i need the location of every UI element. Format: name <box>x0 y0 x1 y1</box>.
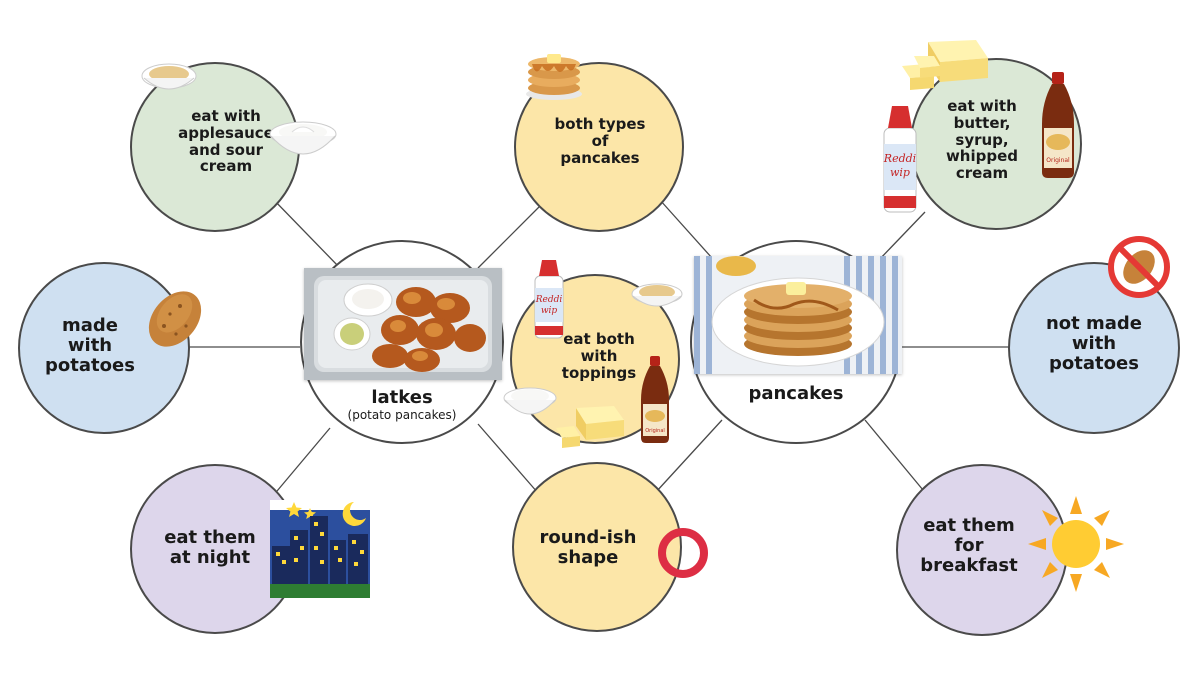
connector-pancakes-breakfast <box>864 419 924 491</box>
butter-icon <box>556 406 624 448</box>
syrup-bottle-icon: Original <box>1042 72 1074 178</box>
node-butter-syrup-label: eat with butter, syrup, whipped cream <box>945 97 1019 183</box>
whipped-cream-can-icon: Reddi wip <box>534 260 564 339</box>
red-ring-icon <box>658 528 708 578</box>
sun-icon <box>1028 496 1124 592</box>
svg-text:Original: Original <box>1046 157 1070 164</box>
node-not-potatoes-label: not made with potatoes <box>1045 313 1143 375</box>
applesauce-bowl-icon <box>631 283 683 307</box>
sour-cream-bowl-icon <box>503 387 557 415</box>
svg-text:Reddi: Reddi <box>883 152 916 165</box>
connector-latkes-round <box>477 423 539 494</box>
node-round-label: round-ish shape <box>539 527 637 569</box>
applesauce-bowl-icon <box>141 63 197 90</box>
pancakes-photo <box>694 256 902 374</box>
node-breakfast-label: eat them for breakfast <box>920 515 1018 577</box>
hub-latkes-subtitle: (potato pancakes) <box>347 408 457 422</box>
svg-text:wip: wip <box>890 166 910 179</box>
hub-pancakes-title: pancakes <box>748 383 844 404</box>
latkes-photo <box>304 268 502 380</box>
connector-latkes-bothtypes <box>477 197 549 269</box>
no-potato-icon <box>1108 236 1170 298</box>
pancake-stack-icon <box>526 54 582 100</box>
svg-text:wip: wip <box>541 306 558 316</box>
potato-icon <box>148 291 202 347</box>
svg-text:Reddi: Reddi <box>535 295 563 305</box>
connector-latkes-applesauce <box>271 197 341 269</box>
butter-icon <box>902 40 988 90</box>
syrup-bottle-icon: Original <box>641 356 669 443</box>
connector-pancakes-butter <box>876 211 926 263</box>
node-breakfast-circle <box>896 464 1068 636</box>
sour-cream-bowl-icon <box>269 121 337 155</box>
node-round-circle <box>512 462 682 632</box>
connector-pancakes-round <box>655 419 723 493</box>
node-applesauce-circle <box>130 62 300 232</box>
svg-text:Original: Original <box>645 428 665 434</box>
node-toppings-label: eat both with toppings <box>561 330 637 382</box>
city-night-icon <box>270 500 370 598</box>
connector-pancakes-bothtypes <box>659 199 713 259</box>
node-both-types-label: both types of pancakes <box>554 115 646 167</box>
node-night-label: eat them at night <box>164 527 256 569</box>
whipped-cream-can-icon: Reddi wip <box>883 106 917 213</box>
node-made-potatoes-label: made with potatoes <box>45 315 135 377</box>
node-applesauce-label: eat with applesauce and sour cream <box>178 107 274 176</box>
connector-latkes-night <box>271 427 331 498</box>
hub-latkes-title: latkes <box>371 387 433 408</box>
node-made-potatoes-circle <box>18 262 190 434</box>
